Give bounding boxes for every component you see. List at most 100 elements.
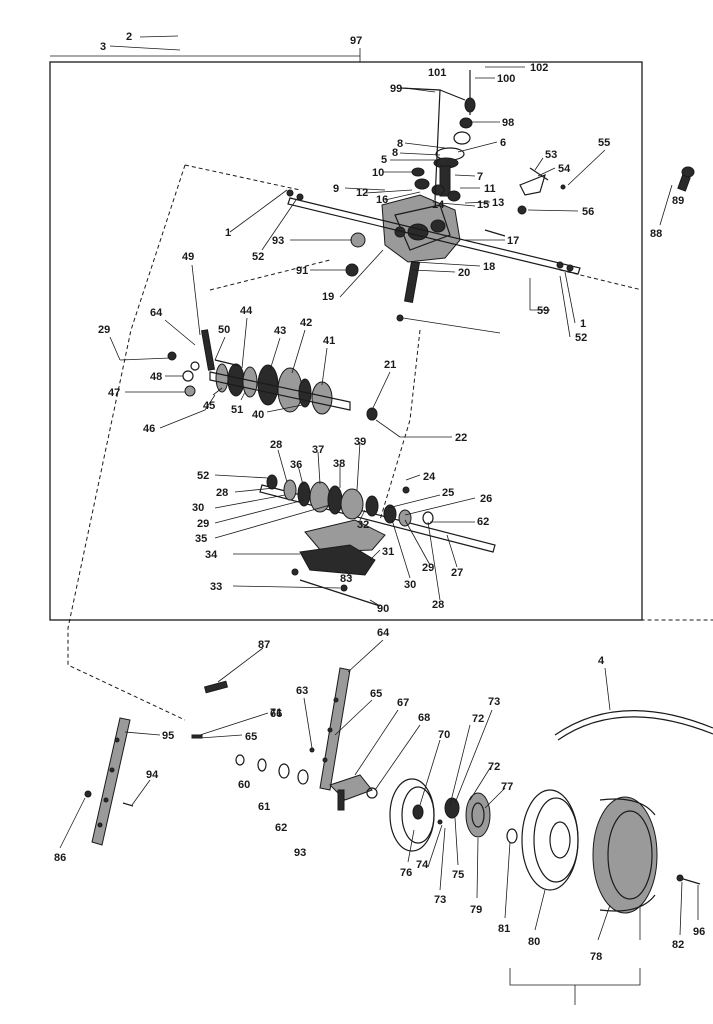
callout-label: 5: [381, 154, 387, 166]
callout-label: 95: [162, 730, 174, 742]
callout-label: 49: [182, 251, 194, 263]
callout-label: 2: [126, 31, 132, 43]
callout-label: 65: [245, 731, 257, 743]
drive-gears: [437, 792, 518, 844]
callout-label: 10: [372, 167, 384, 179]
gear-stack-upper: [200, 329, 378, 421]
callout-label: 97: [350, 35, 362, 47]
left-end-parts: [167, 351, 200, 397]
lever-arm-64: [319, 667, 351, 791]
callout-label: 42: [300, 317, 312, 329]
callout-label: 48: [150, 371, 162, 383]
callout-label: 40: [252, 409, 264, 421]
callout-label: 68: [418, 712, 430, 724]
callout-label: 35: [195, 533, 207, 545]
reference-dashed-line: [184, 164, 301, 191]
callout-label: 26: [480, 493, 492, 505]
callout-label: 82: [672, 939, 684, 951]
callout-label: 51: [231, 404, 243, 416]
axle-bolt-81: [676, 874, 701, 885]
callout-label: 11: [484, 183, 496, 195]
callout-label: 18: [483, 261, 495, 273]
callout-label: 12: [356, 187, 368, 199]
callout-label: 34: [205, 549, 218, 561]
reference-dashed-line: [559, 269, 713, 621]
callout-label: 45: [203, 400, 215, 412]
plug-part: [350, 232, 366, 248]
callout-label: 21: [384, 359, 396, 371]
callout-label: 28: [270, 439, 282, 451]
callout-label: 52: [252, 251, 264, 263]
pulley-69: [389, 778, 435, 852]
callout-label: 64: [377, 627, 390, 639]
callout-label: 89: [672, 195, 684, 207]
callout-label: 87: [258, 639, 270, 651]
gearbox-housing: [381, 147, 465, 303]
callout-label: 73: [434, 894, 446, 906]
callout-label: 54: [558, 163, 571, 175]
callout-label: 32: [357, 519, 369, 531]
callout-label: 22: [455, 432, 467, 444]
callout-label: 53: [545, 149, 557, 161]
callout-label: 96: [693, 926, 705, 938]
callout-label: 37: [312, 444, 324, 456]
callout-label: 33: [210, 581, 222, 593]
callout-label: 29: [98, 324, 110, 336]
callout-label: 30: [404, 579, 416, 591]
callout-label: 38: [333, 458, 345, 470]
base-plates: [291, 519, 386, 607]
callout-label: 52: [575, 332, 587, 344]
callout-label: 19: [322, 291, 334, 303]
callout-label: 102: [530, 62, 548, 74]
callout-label: 29: [197, 518, 209, 530]
callout-label: 76: [400, 867, 412, 879]
callout-label: 67: [397, 697, 409, 709]
callout-labels: 2 3 97 101 102 100 99 98 8 8 6 5 10 7 11…: [54, 31, 705, 963]
callout-label: 59: [537, 305, 549, 317]
callout-label: 14: [432, 199, 445, 211]
callout-label: 100: [497, 73, 515, 85]
callout-label: 75: [452, 869, 464, 881]
bolt-part-89: [677, 166, 695, 192]
callout-label: 77: [501, 781, 513, 793]
callout-label: 65: [370, 688, 382, 700]
callout-label: 79: [470, 904, 482, 916]
callout-label: 6: [500, 137, 506, 149]
callout-label: 44: [240, 305, 253, 317]
reference-dashed-line: [379, 329, 421, 521]
callout-label: 86: [54, 852, 66, 864]
gear-stack-lower: [259, 474, 496, 553]
callout-label: 62: [477, 516, 489, 528]
callout-label: 83: [340, 573, 352, 585]
callout-label: 93: [272, 235, 284, 247]
callout-label: 56: [582, 206, 594, 218]
callout-label: 81: [498, 923, 510, 935]
nut-part: [345, 263, 359, 277]
small-hardware: [84, 734, 315, 807]
lever-assembly: [519, 167, 549, 196]
callout-label: 28: [216, 487, 228, 499]
callout-label: 50: [218, 324, 230, 336]
callout-label: 47: [108, 387, 120, 399]
cable-4: [554, 710, 713, 736]
callout-label: 31: [382, 546, 394, 558]
callout-label: 7: [477, 171, 483, 183]
callout-label: 62: [275, 822, 287, 834]
callout-label: 20: [458, 267, 470, 279]
callout-label: 88: [650, 228, 662, 240]
callout-label: 16: [376, 194, 388, 206]
callout-label: 73: [488, 696, 500, 708]
callout-label: 28: [432, 599, 444, 611]
callout-label: 1: [225, 227, 231, 239]
callout-label: 91: [296, 265, 308, 277]
callout-label: 60: [238, 779, 250, 791]
callout-label: 99: [390, 83, 402, 95]
pivot-bracket-66: [329, 774, 378, 811]
callout-label: 94: [146, 769, 159, 781]
callout-label: 9: [333, 183, 339, 195]
callout-label: 36: [290, 459, 302, 471]
callout-label: 78: [590, 951, 602, 963]
callout-label: 98: [502, 117, 514, 129]
callout-label: 15: [477, 199, 489, 211]
